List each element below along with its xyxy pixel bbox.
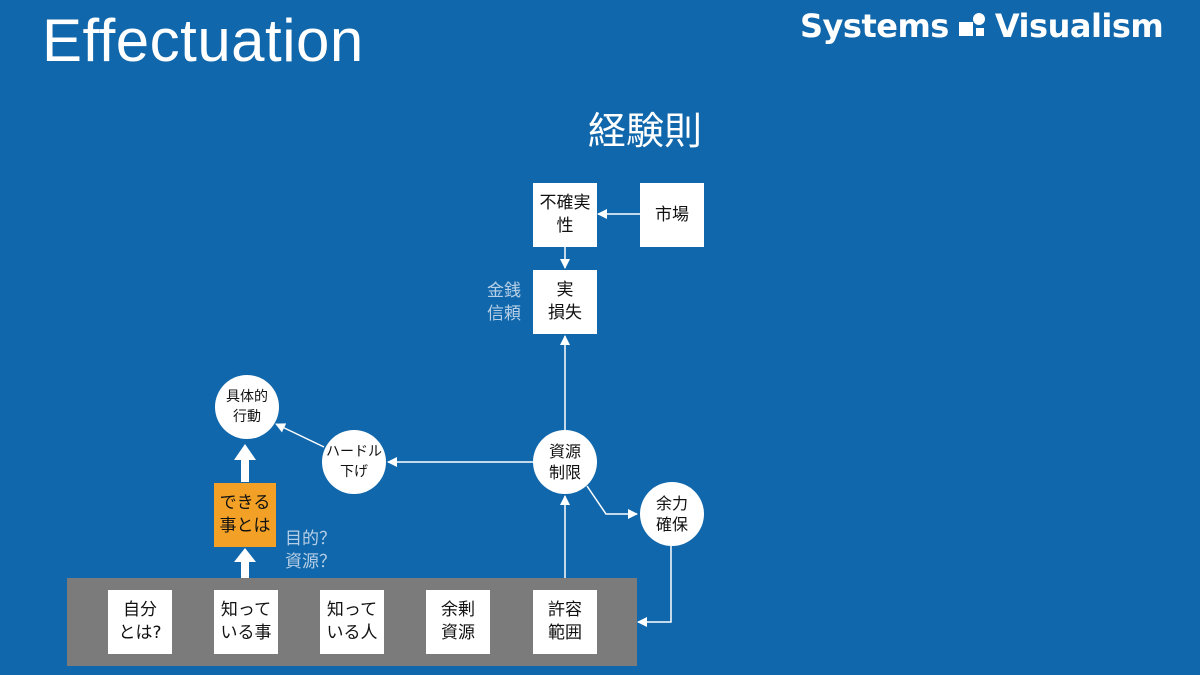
brand-logo: Systems Visualism <box>800 6 1164 46</box>
node-secure-margin: 余力 確保 <box>640 482 704 546</box>
node-resource-limit: 資源 制限 <box>533 430 597 494</box>
node-market: 市場 <box>640 183 704 247</box>
note-purpose-resource: 目的？ 資源？ <box>285 529 336 572</box>
means-what-i-know: 知って いる事 <box>214 590 278 654</box>
arrow-margin-to-tolerance <box>637 546 672 627</box>
slide-title: Effectuation <box>42 7 364 74</box>
means-whom-i-know: 知って いる人 <box>320 590 384 654</box>
node-lower-hurdle: ハードル 下げ <box>322 430 386 494</box>
thick-arrowhead-action <box>234 444 256 460</box>
brand-name: Systems <box>800 7 949 45</box>
means-who-am-i: 自分 とは? <box>108 590 172 654</box>
node-concrete-action: 具体的 行動 <box>215 375 279 439</box>
brand-suffix: Visualism <box>994 7 1164 45</box>
brand-mark-icon <box>958 13 985 36</box>
thick-arrowhead-means <box>234 548 256 562</box>
note-money-trust: 金銭 信頼 <box>487 281 521 324</box>
arrow-hurdle-to-action <box>275 423 325 448</box>
diagram-heading: 経験則 <box>587 109 702 153</box>
arrow-limit-to-margin <box>586 485 638 519</box>
means-acceptable-range: 許容 範囲 <box>533 590 597 654</box>
node-actual-loss: 実 損失 <box>533 270 597 334</box>
node-what-can-do: できる 事とは <box>214 483 276 547</box>
means-surplus-resources: 余剰 資源 <box>426 590 490 654</box>
node-uncertainty: 不確実 性 <box>533 183 597 247</box>
